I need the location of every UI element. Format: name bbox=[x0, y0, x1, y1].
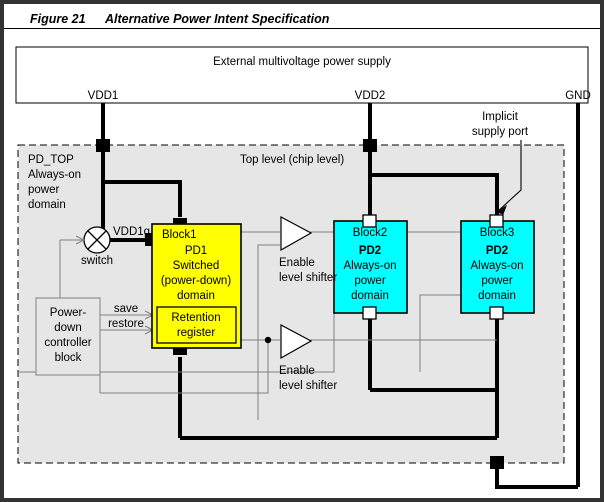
level-shifter-top-label-line2: level shifter bbox=[279, 272, 337, 284]
power-down-controller-block[interactable]: Power- down controller block save restor… bbox=[35, 297, 155, 376]
figure-caption-bar: Figure 21 Alternative Power Intent Speci… bbox=[4, 4, 600, 29]
implicit-supply-port-line2: supply port bbox=[472, 126, 529, 138]
power-switch[interactable]: switch VDD1g bbox=[75, 226, 150, 267]
pd-top-label-line4: domain bbox=[28, 199, 66, 211]
level-shifter-top-triangle-icon bbox=[280, 216, 313, 252]
retention-register-rect[interactable] bbox=[156, 306, 237, 344]
block3-ground-port-bottom bbox=[489, 306, 504, 320]
vdd1g-net-label: VDD1g bbox=[113, 226, 150, 238]
block3-domain: PD2 bbox=[486, 245, 508, 257]
block2-title: Block2 bbox=[353, 227, 388, 239]
wire-ls-top-enable bbox=[257, 244, 280, 420]
controller-rect bbox=[35, 297, 101, 376]
block2-rect bbox=[333, 220, 408, 314]
implicit-supply-port-leader-line bbox=[496, 140, 522, 213]
level-shifter-bottom-triangle-icon bbox=[280, 324, 313, 360]
port-label-vdd1: VDD1 bbox=[88, 90, 119, 102]
block2-desc-line3: domain bbox=[351, 290, 389, 302]
pd-top-label-line3: power bbox=[28, 184, 59, 196]
wire-ls-bottom-enable bbox=[100, 340, 269, 394]
level-shifter-top[interactable]: Enable level shifter bbox=[279, 216, 337, 284]
pd-top-title: Top level (chip level) bbox=[240, 154, 344, 166]
junction-gnd-boundary bbox=[490, 456, 504, 469]
implicit-supply-port-annotation: Implicit supply port bbox=[472, 111, 529, 215]
controller-label-line1: Power- bbox=[50, 307, 87, 319]
figure-title: Alternative Power Intent Specification bbox=[105, 12, 330, 26]
signal-label-restore: restore bbox=[108, 318, 144, 330]
pd-top-label-line2: Always-on bbox=[28, 169, 81, 181]
wire-vdd1-to-block1-top bbox=[103, 180, 182, 217]
retention-register-line2: register bbox=[177, 327, 216, 339]
wire-vdd2-to-block3-top bbox=[370, 173, 499, 217]
external-power-supply-box: External multivoltage power supply VDD1 … bbox=[15, 46, 591, 104]
controller-label-line2: down bbox=[54, 322, 82, 334]
controller-label-line3: controller bbox=[44, 337, 91, 349]
switch-x-icon bbox=[87, 230, 107, 250]
block1-desc-line1: Switched bbox=[173, 260, 220, 272]
wire-block2-left-run bbox=[18, 313, 335, 373]
junction-dot-ls-bottom bbox=[264, 336, 272, 344]
pd-top-label-line1: PD_TOP bbox=[28, 154, 74, 166]
block1[interactable]: Block1 PD1 Switched (power-down) domain … bbox=[151, 223, 242, 349]
switch-label: switch bbox=[81, 255, 113, 267]
block2-desc-line2: power bbox=[354, 275, 385, 287]
supply-box-label: External multivoltage power supply bbox=[213, 56, 391, 68]
block2[interactable]: Block2 PD2 Always-on power domain bbox=[333, 214, 408, 320]
signal-label-save: save bbox=[114, 303, 138, 315]
wire-block3-lower bbox=[419, 294, 461, 372]
junction-vdd2-boundary bbox=[363, 139, 377, 152]
figure-number: Figure 21 bbox=[30, 12, 86, 26]
level-shifter-bottom[interactable]: Enable level shifter bbox=[279, 324, 337, 392]
implicit-supply-port-line1: Implicit bbox=[482, 111, 519, 123]
block3-desc-line1: Always-on bbox=[470, 260, 523, 272]
block1-title: Block1 bbox=[162, 229, 197, 241]
level-shifter-top-label-line1: Enable bbox=[279, 257, 315, 269]
port-label-gnd: GND bbox=[565, 90, 591, 102]
block3[interactable]: Block3 PD2 Always-on power domain bbox=[460, 214, 535, 320]
block2-domain: PD2 bbox=[359, 245, 381, 257]
implicit-supply-port-arrowhead-icon bbox=[495, 204, 508, 215]
junction-vdd1-boundary bbox=[96, 139, 110, 152]
block2-supply-port-top bbox=[362, 214, 377, 228]
block2-ground-port-bottom bbox=[362, 306, 377, 320]
switch-control-arrow-icon bbox=[75, 235, 86, 245]
block3-desc-line3: domain bbox=[478, 290, 516, 302]
wire-gnd-return bbox=[495, 463, 578, 489]
supply-box-rect bbox=[15, 46, 589, 104]
retention-register-line1: Retention bbox=[171, 312, 220, 324]
block3-desc-line2: power bbox=[481, 275, 512, 287]
block1-domain: PD1 bbox=[185, 245, 207, 257]
block3-supply-port-top bbox=[489, 214, 504, 228]
signal-wiring bbox=[18, 231, 497, 420]
port-label-vdd2: VDD2 bbox=[355, 90, 386, 102]
level-shifter-bottom-label-line2: level shifter bbox=[279, 380, 337, 392]
block2-desc-line1: Always-on bbox=[343, 260, 396, 272]
controller-label-line4: block bbox=[55, 352, 82, 364]
block3-title: Block3 bbox=[480, 227, 515, 239]
block1-desc-line3: domain bbox=[177, 290, 215, 302]
block1-desc-line2: (power-down) bbox=[161, 275, 231, 287]
level-shifter-bottom-label-line1: Enable bbox=[279, 365, 315, 377]
